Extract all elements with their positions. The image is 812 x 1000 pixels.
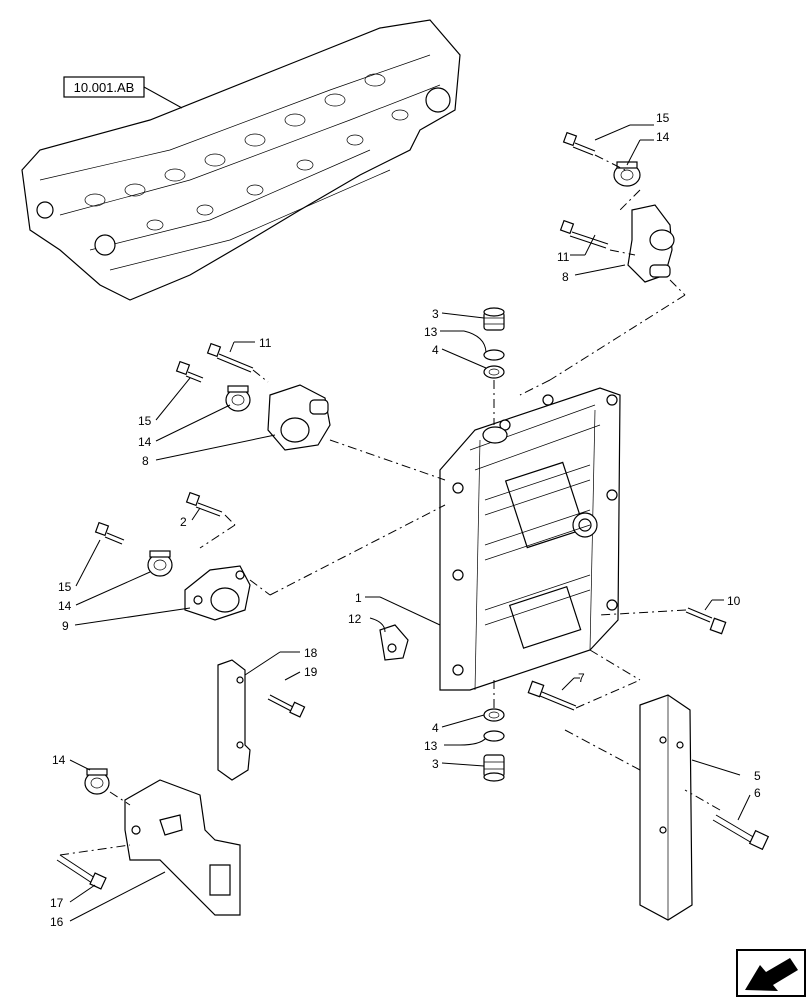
svg-text:1: 1 xyxy=(355,591,362,605)
callout-14-top-right: 14 xyxy=(626,130,670,166)
bolt-11-left xyxy=(206,342,254,373)
nut-14-top-right xyxy=(613,161,641,187)
svg-text:9: 9 xyxy=(62,619,69,633)
callout-6: 6 xyxy=(737,786,761,821)
svg-text:18: 18 xyxy=(304,646,318,660)
nut-14-left xyxy=(225,385,251,412)
callout-5: 5 xyxy=(691,759,761,783)
callout-17: 17 xyxy=(50,884,96,910)
bracket-18 xyxy=(217,659,251,781)
svg-text:12: 12 xyxy=(348,612,362,626)
svg-text:10.001.AB: 10.001.AB xyxy=(74,80,135,95)
nut-14-bottom-left xyxy=(84,768,110,795)
fitting-bottom xyxy=(483,754,505,782)
svg-text:4: 4 xyxy=(432,343,439,357)
svg-text:19: 19 xyxy=(304,665,318,679)
callout-19: 19 xyxy=(284,665,318,681)
callout-15-left: 15 xyxy=(138,377,191,428)
bracket-16 xyxy=(124,779,241,916)
callout-13-top: 13 xyxy=(424,325,487,353)
svg-text:11: 11 xyxy=(259,336,272,350)
bolt-10 xyxy=(685,607,727,635)
svg-text:4: 4 xyxy=(432,721,439,735)
part-12-clip xyxy=(379,624,409,661)
callout-12: 12 xyxy=(348,612,386,633)
svg-text:10: 10 xyxy=(727,594,741,608)
arrow-navigation-icon[interactable] xyxy=(736,949,806,997)
callout-2: 2 xyxy=(180,507,201,529)
svg-text:3: 3 xyxy=(432,307,439,321)
svg-text:3: 3 xyxy=(432,757,439,771)
o-ring-bottom xyxy=(483,730,505,742)
bracket-8-top-right xyxy=(627,204,675,283)
callout-13-bottom: 13 xyxy=(424,737,487,753)
svg-text:13: 13 xyxy=(424,739,438,753)
svg-text:15: 15 xyxy=(138,414,152,428)
callout-9: 9 xyxy=(62,607,191,633)
svg-text:15: 15 xyxy=(656,111,670,125)
callout-15-lower-left: 15 xyxy=(58,539,101,594)
callout-14-left: 14 xyxy=(138,404,231,449)
bracket-9 xyxy=(184,565,251,621)
nut-14-lower-left xyxy=(147,550,173,577)
callout-3-top: 3 xyxy=(432,307,485,321)
callout-15-top-right: 15 xyxy=(594,111,670,141)
callout-11-top-right: 11 xyxy=(557,234,596,264)
bracket-8-left xyxy=(267,384,331,451)
callout-14-bottom-left: 14 xyxy=(52,753,91,771)
callout-1: 1 xyxy=(355,591,441,626)
bolt-15-left xyxy=(175,360,204,383)
svg-text:6: 6 xyxy=(754,786,761,800)
o-ring-top xyxy=(483,349,505,361)
bolt-15-top-right xyxy=(562,131,596,156)
bolt-11-top-right xyxy=(559,219,609,249)
svg-text:13: 13 xyxy=(424,325,438,339)
washer-top xyxy=(483,365,505,379)
svg-text:14: 14 xyxy=(58,599,72,613)
svg-text:14: 14 xyxy=(656,130,670,144)
svg-text:17: 17 xyxy=(50,896,64,910)
fitting-top xyxy=(483,307,505,331)
svg-text:2: 2 xyxy=(180,515,187,529)
svg-text:7: 7 xyxy=(578,671,585,685)
callout-10: 10 xyxy=(704,594,741,611)
callout-18: 18 xyxy=(244,646,318,676)
cylinder-head-illustration xyxy=(21,19,461,301)
callout-7: 7 xyxy=(561,671,585,691)
svg-text:15: 15 xyxy=(58,580,72,594)
callout-8-left: 8 xyxy=(142,434,276,468)
callout-11-left: 11 xyxy=(229,336,272,353)
callout-8-top-right: 8 xyxy=(562,264,626,284)
svg-text:5: 5 xyxy=(754,769,761,783)
callout-3-bottom: 3 xyxy=(432,757,485,771)
svg-text:16: 16 xyxy=(50,915,64,929)
svg-text:8: 8 xyxy=(142,454,149,468)
bolt-6 xyxy=(712,814,770,851)
bolt-17 xyxy=(56,854,107,890)
bolt-19 xyxy=(267,694,306,718)
callout-4-bottom: 4 xyxy=(432,714,485,735)
callout-4-top: 4 xyxy=(432,343,487,369)
reference-tag[interactable]: 10.001.AB xyxy=(63,76,183,109)
bolt-7 xyxy=(527,680,577,711)
svg-text:14: 14 xyxy=(52,753,66,767)
svg-text:8: 8 xyxy=(562,270,569,284)
callout-16: 16 xyxy=(50,871,166,929)
callout-14-lower-left: 14 xyxy=(58,571,151,613)
bolt-2 xyxy=(185,491,223,517)
bracket-5 xyxy=(639,694,693,921)
washer-bottom xyxy=(483,708,505,722)
svg-text:11: 11 xyxy=(557,250,570,264)
ecu-module xyxy=(439,387,621,691)
bolt-15-lower-left xyxy=(94,521,125,545)
svg-text:14: 14 xyxy=(138,435,152,449)
